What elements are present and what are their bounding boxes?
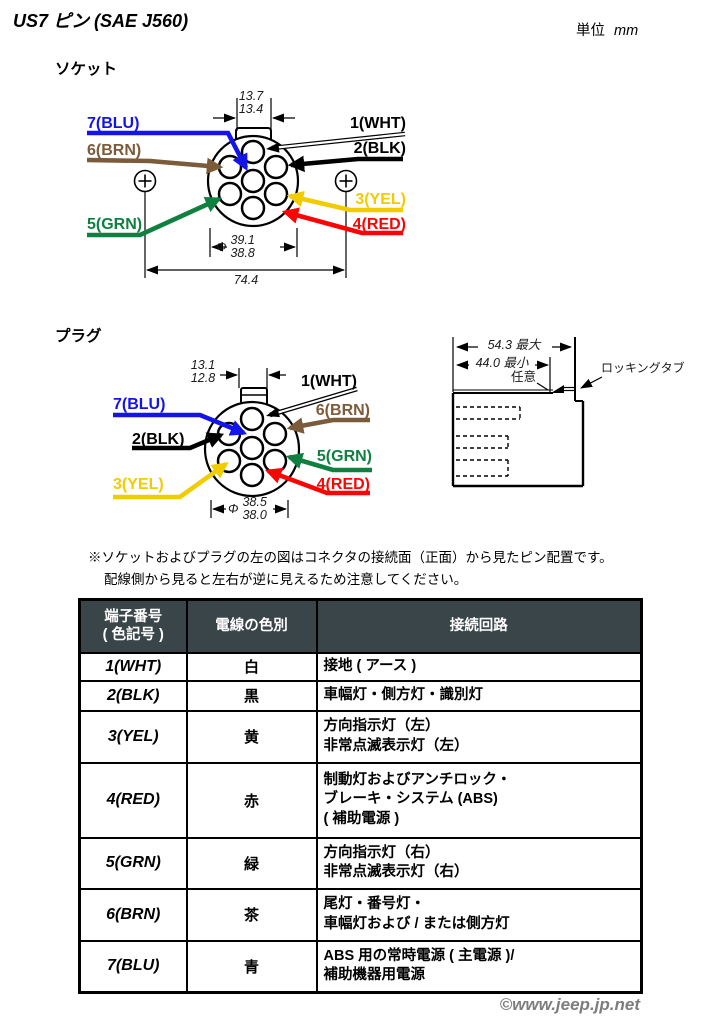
plug-section-label: プラグ xyxy=(55,328,102,345)
cell-circuit: 接地 ( アース ) xyxy=(315,651,643,682)
socket-pin-4 xyxy=(240,195,266,221)
plug-dia-upper: 38.5 xyxy=(242,495,267,509)
plug-label-1wht: 1(WHT) xyxy=(301,373,357,390)
plug-dia-lower: 38.0 xyxy=(242,508,267,522)
cell-circuit: ABS 用の常時電源 ( 主電源 )/ 補助機器用電源 xyxy=(315,939,643,994)
socket-label-6brn: 6(BRN) xyxy=(87,142,142,159)
side-view-hidden-lines xyxy=(456,406,521,477)
plug-label-2blk: 2(BLK) xyxy=(132,431,185,448)
header-pin-number: 端子番号 ( 色記号 ) xyxy=(78,598,188,654)
plug-tab-dim-upper: 13.1 xyxy=(190,358,216,372)
side-view-min-dimension: 44.0 最小 xyxy=(475,356,529,370)
cell-circuit: 制動灯およびアンチロック・ ブレーキ・システム (ABS) ( 補助電源 ) xyxy=(315,761,643,839)
plug-pins xyxy=(216,406,288,488)
table-row: 4(RED) 赤 制動灯およびアンチロック・ ブレーキ・システム (ABS) (… xyxy=(78,761,643,839)
socket-tab-dim-upper: 13.7 xyxy=(238,89,264,103)
plug-label-3yel: 3(YEL) xyxy=(113,476,164,493)
socket-body xyxy=(206,134,300,228)
cell-pin: 2(BLK) xyxy=(78,679,188,712)
socket-dia-lower: 38.8 xyxy=(230,246,255,260)
table-row: 6(BRN) 茶 尾灯・番号灯・ 車幅灯および / または側方灯 xyxy=(78,887,643,942)
socket-label-7blu: 7(BLU) xyxy=(87,115,140,132)
cell-circuit: 尾灯・番号灯・ 車幅灯および / または側方灯 xyxy=(315,887,643,942)
plug-label-7blu: 7(BLU) xyxy=(113,396,166,413)
header-wire-color: 電線の色別 xyxy=(185,598,318,654)
socket-label-5grn: 5(GRN) xyxy=(87,216,143,233)
cell-pin: 1(WHT) xyxy=(78,651,188,682)
socket-pins xyxy=(217,139,289,221)
socket-section-label: ソケット xyxy=(55,61,118,78)
table-header-row: 端子番号 ( 色記号 ) 電線の色別 接続回路 xyxy=(78,598,643,654)
locking-tab-shape xyxy=(551,385,564,393)
plug-label-4red: 4(RED) xyxy=(316,476,370,493)
optional-label: 任意 xyxy=(511,370,537,384)
socket-wire-arrow-6brn xyxy=(86,157,224,175)
cell-pin: 5(GRN) xyxy=(78,836,188,890)
plug-wire-arrow-6brn xyxy=(286,417,370,434)
socket-wire-arrow-2blk xyxy=(287,155,403,173)
cell-pin: 7(BLU) xyxy=(78,939,188,994)
socket-pin-6 xyxy=(217,154,243,180)
cell-circuit: 方向指示灯（左） 非常点滅表示灯（左） xyxy=(315,709,643,764)
table-row: 7(BLU) 青 ABS 用の常時電源 ( 主電源 )/ 補助機器用電源 xyxy=(78,939,643,994)
socket-pin-1 xyxy=(240,139,266,165)
table-row: 3(YEL) 黄 方向指示灯（左） 非常点滅表示灯（左） xyxy=(78,709,643,764)
unit-value: mm xyxy=(614,23,639,39)
unit-label: 単位 xyxy=(576,23,605,39)
plug-diameter-dimension: Φ 38.5 38.0 xyxy=(228,496,267,522)
note-line-2: 配線側から見ると左右が逆に見えるため注意してください。 xyxy=(104,572,468,587)
socket-diameter-symbol: Φ xyxy=(216,239,227,254)
cell-pin: 4(RED) xyxy=(78,761,188,839)
socket-width-dimension: 74.4 xyxy=(233,273,259,287)
socket-label-3yel: 3(YEL) xyxy=(355,191,406,208)
socket-index-tab xyxy=(235,127,272,146)
socket-pin-3 xyxy=(263,181,289,207)
cell-wire-color: 白 xyxy=(185,651,318,682)
locking-tab-label: ロッキングタブ xyxy=(601,361,685,375)
copyright-credit: ©www.jeep.jp.net xyxy=(499,995,640,1014)
cell-wire-color: 黄 xyxy=(185,709,318,764)
socket-pin-2 xyxy=(263,154,289,180)
pin-assignment-table: 端子番号 ( 色記号 ) 電線の色別 接続回路 1(WHT) 白 接地 ( アー… xyxy=(78,598,643,994)
plug-pin-2 xyxy=(216,421,242,447)
table-row: 1(WHT) 白 接地 ( アース ) xyxy=(78,651,643,682)
locking-tab-pointer xyxy=(580,376,603,389)
table-row: 5(GRN) 緑 方向指示灯（右） 非常点滅表示灯（右） xyxy=(78,836,643,890)
socket-label-4red: 4(RED) xyxy=(352,216,406,233)
header-circuit: 接続回路 xyxy=(315,598,643,654)
table-row: 2(BLK) 黒 車幅灯・側方灯・識別灯 xyxy=(78,679,643,712)
cell-wire-color: 青 xyxy=(185,939,318,994)
socket-screw-right xyxy=(334,169,358,193)
note-line-1: ※ソケットおよびプラグの左の図はコネクタの接続面（正面）から見たピン配置です。 xyxy=(88,550,613,565)
socket-tab-dim-lower: 13.4 xyxy=(238,102,264,116)
socket-screw-left xyxy=(133,169,157,193)
plug-tab-dimension: 13.1 12.8 xyxy=(186,359,220,385)
cell-pin: 6(BRN) xyxy=(78,887,188,942)
plug-label-5grn: 5(GRN) xyxy=(316,448,372,465)
cell-circuit: 車幅灯・側方灯・識別灯 xyxy=(315,679,643,712)
plug-label-6brn: 6(BRN) xyxy=(315,402,370,419)
plug-pin-3 xyxy=(216,448,242,474)
cell-wire-color: 赤 xyxy=(185,761,318,839)
socket-pin-7 xyxy=(240,168,266,194)
socket-dia-upper: 39.1 xyxy=(230,233,255,247)
cell-wire-color: 茶 xyxy=(185,887,318,942)
cell-wire-color: 黒 xyxy=(185,679,318,712)
socket-pin-5 xyxy=(217,181,243,207)
cell-pin: 3(YEL) xyxy=(78,709,188,764)
plug-pin-6 xyxy=(262,421,288,447)
cell-wire-color: 緑 xyxy=(185,836,318,890)
cell-circuit: 方向指示灯（右） 非常点滅表示灯（右） xyxy=(315,836,643,890)
socket-tab-dimension: 13.7 13.4 xyxy=(229,90,273,116)
page-title: US7 ピン (SAE J560) xyxy=(13,11,189,31)
unit-indicator: 単位 mm xyxy=(576,19,638,40)
socket-label-2blk: 2(BLK) xyxy=(353,140,406,157)
socket-label-1wht: 1(WHT) xyxy=(350,115,406,132)
plug-tab-dim-lower: 12.8 xyxy=(190,371,216,385)
side-view-max-dimension: 54.3 最大 xyxy=(487,338,541,352)
plug-diameter-symbol: Φ xyxy=(228,501,239,516)
socket-diameter-dimension: Φ 39.1 38.8 xyxy=(216,234,255,260)
